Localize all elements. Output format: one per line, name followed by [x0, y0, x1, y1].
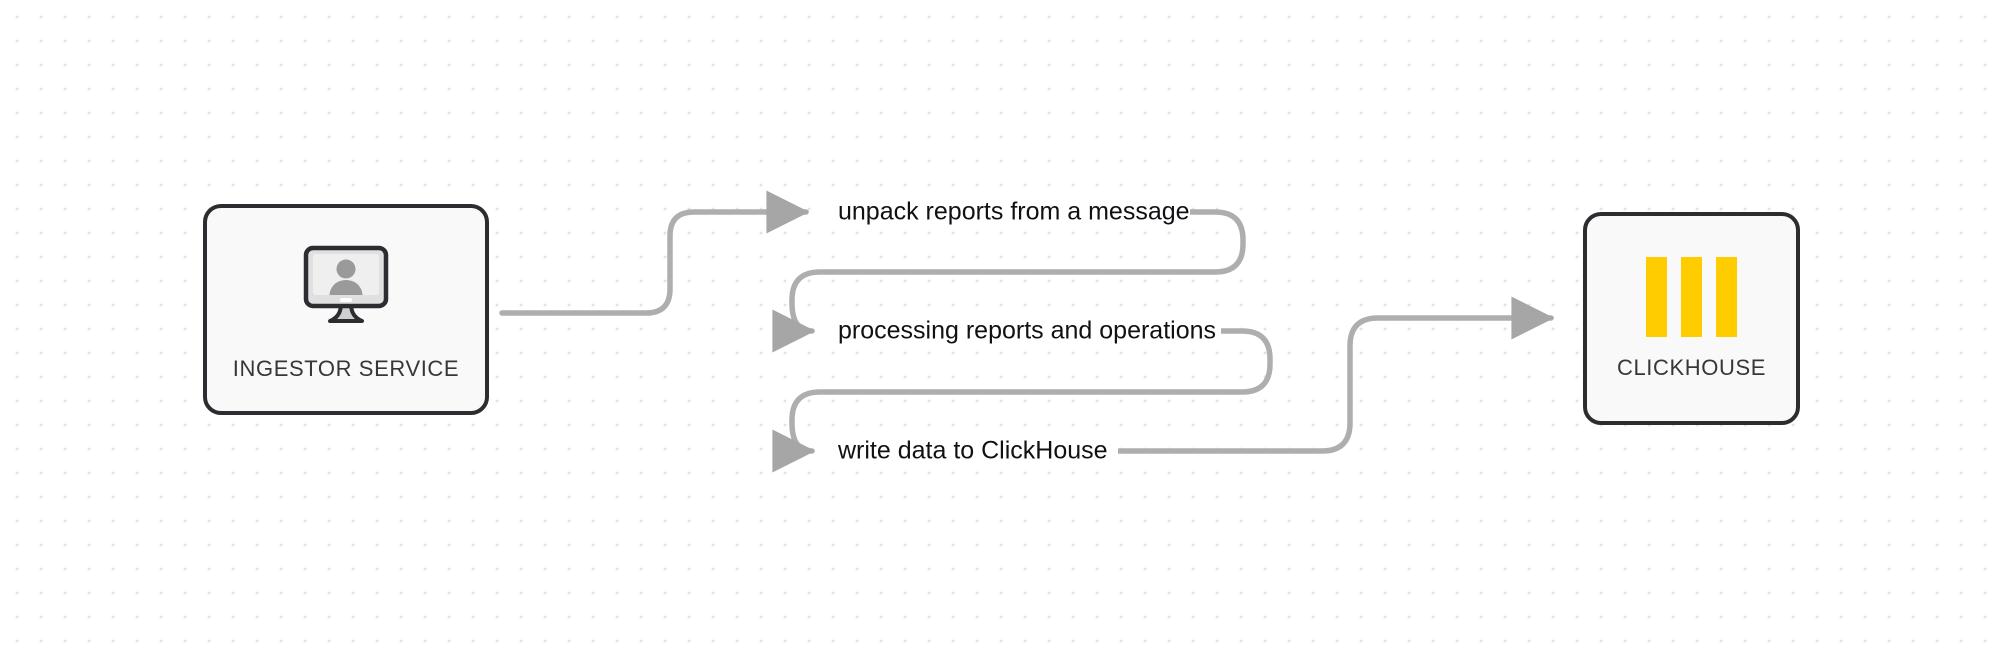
edge-path-processing-to-write: [772, 328, 1273, 473]
edge-label-processing-mask: [824, 314, 1221, 348]
node-clickhouse[interactable]: CLICKHOUSE: [1583, 212, 1800, 425]
node-clickhouse-label: CLICKHOUSE: [1616, 354, 1767, 380]
edge-path-write-to-clickhouse: [1116, 296, 1555, 454]
edge-label-processing: processing reports and operations: [838, 316, 1217, 345]
clickhouse-bar: [1681, 256, 1702, 337]
edge-label-unpack-mask: [824, 195, 1190, 229]
edge-path-ingestor-to-unpack: [499, 190, 810, 316]
node-ingestor-service-label: INGESTOR SERVICE: [232, 356, 460, 381]
clickhouse-bars-icon: [1646, 256, 1737, 337]
monitor-user-icon: [296, 243, 396, 340]
clickhouse-bar: [1646, 256, 1667, 337]
edge-path-unpack-to-processing: [772, 209, 1246, 353]
edge-label-unpack: unpack reports from a message: [838, 197, 1190, 226]
node-ingestor-service[interactable]: INGESTOR SERVICE: [203, 204, 489, 415]
edge-label-write: write data to ClickHouse: [838, 436, 1108, 465]
edge-label-write-mask: [824, 434, 1118, 468]
clickhouse-bar: [1716, 256, 1737, 337]
